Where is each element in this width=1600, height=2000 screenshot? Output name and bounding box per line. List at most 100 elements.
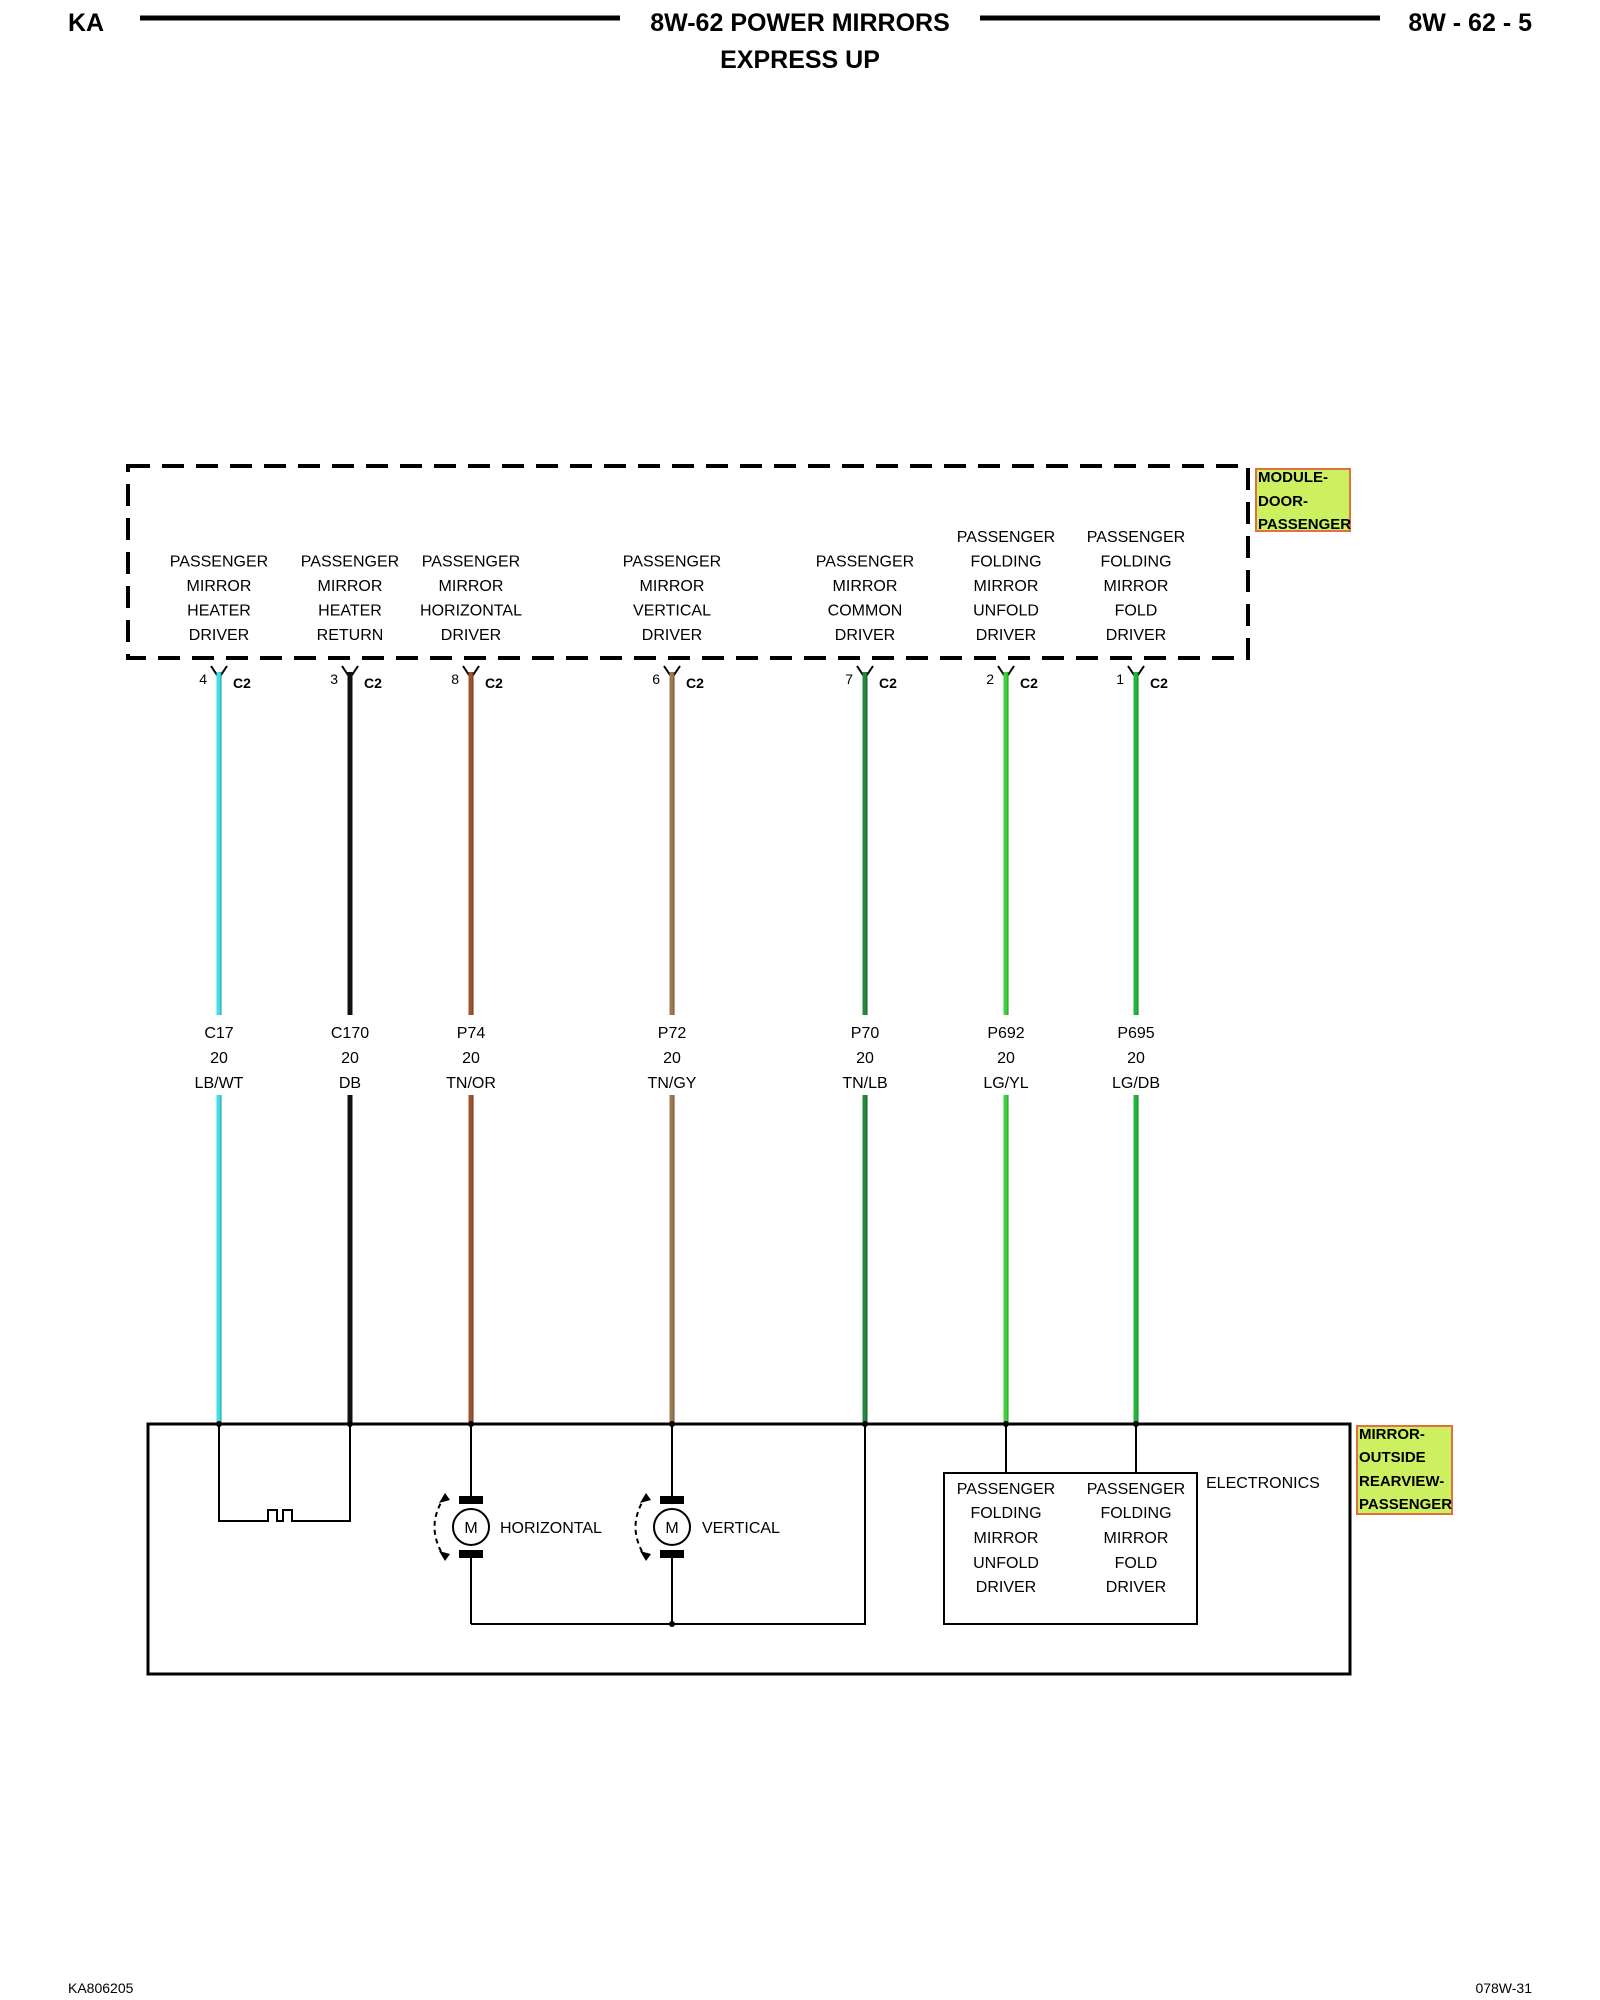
mirror-tag: MIRROR- OUTSIDE REARVIEW- PASSENGER xyxy=(1356,1425,1453,1515)
electronics-fold-line-1: PASSENGER xyxy=(1087,1481,1185,1498)
module-pin-label-line: PASSENGER xyxy=(170,554,268,571)
vertical-motor-arrow xyxy=(634,1495,647,1559)
footer-right: 078W-31 xyxy=(1475,1980,1532,1996)
electronics-unfold-line-3: MIRROR xyxy=(974,1530,1039,1547)
module-pin-label-line: PASSENGER xyxy=(957,529,1055,546)
module-pin-label-line: DRIVER xyxy=(189,627,249,644)
wire-gauge: 20 xyxy=(663,1050,681,1067)
module-pin-label-line: RETURN xyxy=(317,627,384,644)
common-splice xyxy=(669,1621,675,1627)
module-pin-label-line: DRIVER xyxy=(976,627,1036,644)
module-pin-label-line: FOLDING xyxy=(1100,554,1171,571)
module-pin-label-line: PASSENGER xyxy=(816,554,914,571)
module-tag-line-3: PASSENGER xyxy=(1258,516,1351,533)
mirror-tag-line-3: REARVIEW- xyxy=(1359,1473,1444,1490)
module-pin-label-line: PASSENGER xyxy=(301,554,399,571)
horizontal-motor-symbol: M xyxy=(464,1520,477,1537)
module-pin-label-line: MIRROR xyxy=(318,578,383,595)
module-pin-label-line: MIRROR xyxy=(1104,578,1169,595)
electronics-unfold-line-4: UNFOLD xyxy=(973,1555,1039,1572)
wire-gauge: 20 xyxy=(462,1050,480,1067)
wire-gauge: 20 xyxy=(210,1050,228,1067)
module-pin-label-line: PASSENGER xyxy=(623,554,721,571)
electronics-box xyxy=(943,1472,1198,1625)
horizontal-motor-label: HORIZONTAL xyxy=(500,1520,602,1537)
wire-color: LB/WT xyxy=(195,1075,244,1092)
wire-gauge: 20 xyxy=(997,1050,1015,1067)
module-pin-label-line: COMMON xyxy=(828,603,903,620)
wire-color: TN/LB xyxy=(842,1075,887,1092)
module-pin-label-line: FOLD xyxy=(1115,603,1158,620)
module-pin-label-line: HEATER xyxy=(187,603,251,620)
mirror-tag-line-2: OUTSIDE xyxy=(1359,1449,1426,1466)
module-pin-label-line: MIRROR xyxy=(833,578,898,595)
pin-number: 1 xyxy=(1116,671,1124,687)
header-left: KA xyxy=(68,9,104,37)
module-pin-label-line: VERTICAL xyxy=(633,603,711,620)
pin-number: 8 xyxy=(451,671,459,687)
wire-circuit: P692 xyxy=(987,1025,1024,1042)
module-pin-label-line: HEATER xyxy=(318,603,382,620)
wire-circuit: P70 xyxy=(851,1025,880,1042)
electronics-fold-line-4: FOLD xyxy=(1115,1555,1158,1572)
horizontal-motor: M HORIZONTAL xyxy=(433,1424,602,1624)
wire-gauge: 20 xyxy=(341,1050,359,1067)
module-tag-line-1: MODULE- xyxy=(1258,469,1328,486)
module-pin-label-line: DRIVER xyxy=(835,627,895,644)
module-pin-label-line: FOLDING xyxy=(970,554,1041,571)
electronics-unfold-line-5: DRIVER xyxy=(976,1579,1036,1596)
pin-number: 2 xyxy=(986,671,994,687)
module-pin-label-line: PASSENGER xyxy=(422,554,520,571)
connector-id: C2 xyxy=(879,675,897,691)
module-pin-label-line: MIRROR xyxy=(640,578,705,595)
pin-number: 3 xyxy=(330,671,338,687)
electronics-unfold-line-1: PASSENGER xyxy=(957,1481,1055,1498)
module-pin-label-line: MIRROR xyxy=(439,578,504,595)
electronics-fold-line-2: FOLDING xyxy=(1100,1505,1171,1522)
wire-circuit: P695 xyxy=(1117,1025,1154,1042)
mirror-tag-line-1: MIRROR- xyxy=(1359,1426,1425,1443)
wire-circuit: P72 xyxy=(658,1025,687,1042)
vertical-motor-label: VERTICAL xyxy=(702,1520,780,1537)
wire-gauge: 20 xyxy=(1127,1050,1145,1067)
pin-number: 7 xyxy=(845,671,853,687)
footer-left: KA806205 xyxy=(68,1980,134,1996)
vertical-motor-symbol: M xyxy=(665,1520,678,1537)
wire-color: LG/YL xyxy=(983,1075,1028,1092)
pin-number: 4 xyxy=(199,671,207,687)
wire-circuit: C170 xyxy=(331,1025,369,1042)
electronics-fold-driver-label: PASSENGER FOLDING MIRROR FOLD DRIVER xyxy=(1087,1481,1185,1596)
heater-element xyxy=(218,1424,351,1522)
module-pin-label-line: DRIVER xyxy=(1106,627,1166,644)
module-pin-label-line: UNFOLD xyxy=(973,603,1039,620)
wire-color: DB xyxy=(339,1075,361,1092)
module-pin-label-line: DRIVER xyxy=(441,627,501,644)
wire-color: TN/GY xyxy=(648,1075,697,1092)
page-title: 8W-62 POWER MIRRORS xyxy=(650,9,950,37)
module-pin-label-line: MIRROR xyxy=(187,578,252,595)
mirror-tag-line-4: PASSENGER xyxy=(1359,1496,1452,1513)
module-pin-label-line: DRIVER xyxy=(642,627,702,644)
vertical-motor: M VERTICAL xyxy=(634,1424,780,1624)
connector-id: C2 xyxy=(686,675,704,691)
electronics-label: ELECTRONICS xyxy=(1206,1475,1320,1492)
wire-color: TN/OR xyxy=(446,1075,496,1092)
page-number: 8W - 62 - 5 xyxy=(1408,9,1532,37)
common-return-path xyxy=(471,1424,866,1625)
wire-gauge: 20 xyxy=(856,1050,874,1067)
electronics-fold-line-5: DRIVER xyxy=(1106,1579,1166,1596)
connector-id: C2 xyxy=(364,675,382,691)
connector-id: C2 xyxy=(233,675,251,691)
electronics-unfold-driver-label: PASSENGER FOLDING MIRROR UNFOLD DRIVER xyxy=(957,1481,1055,1596)
connector-id: C2 xyxy=(485,675,503,691)
module-door-passenger-box xyxy=(126,464,1250,660)
wire-color: LG/DB xyxy=(1112,1075,1160,1092)
wire-circuit: P74 xyxy=(457,1025,486,1042)
